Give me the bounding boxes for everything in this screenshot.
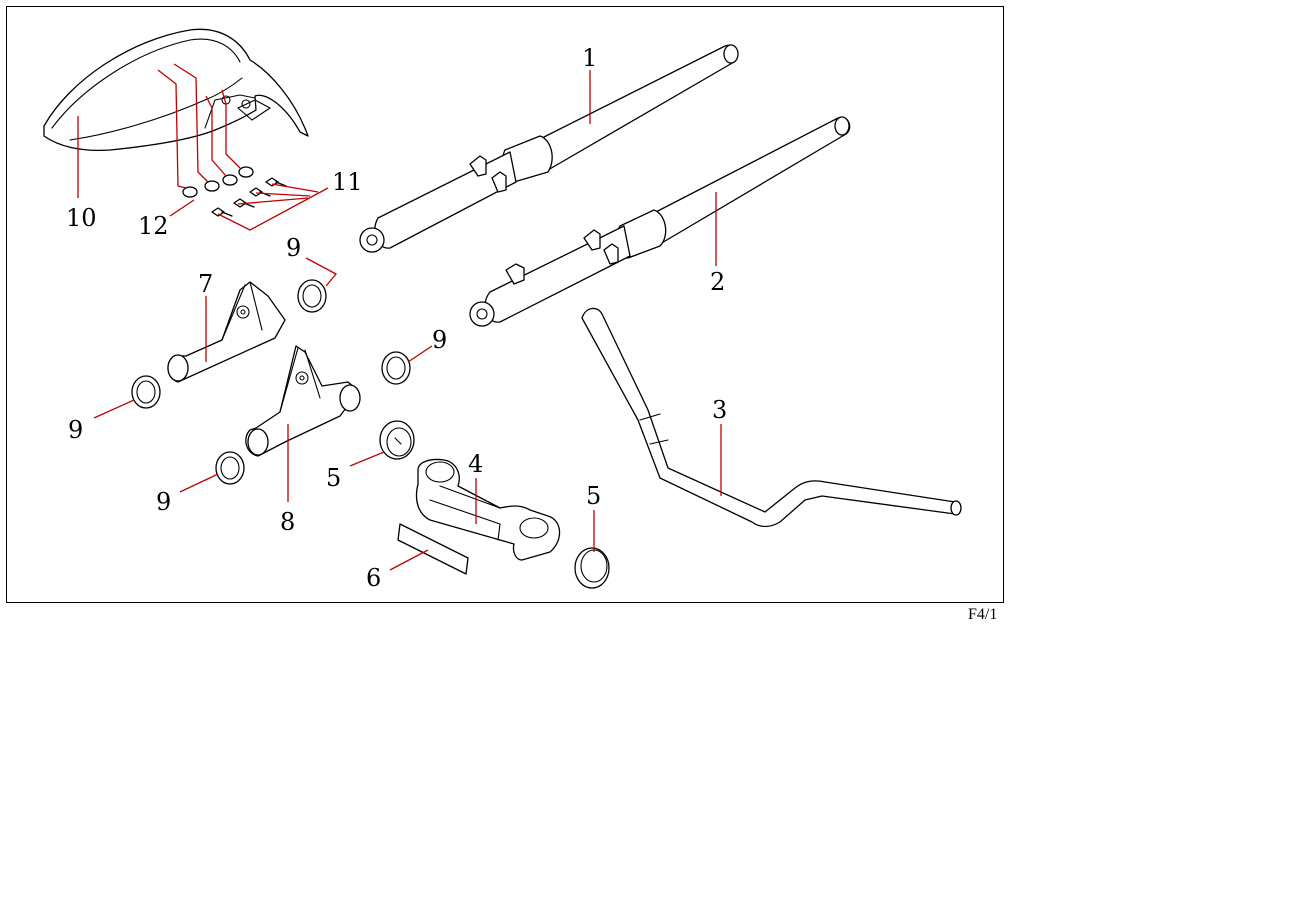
fender-bolts — [211, 177, 287, 217]
fork-grommets — [131, 279, 411, 485]
callout-7: 7 — [198, 270, 213, 298]
callout-2: 2 — [710, 268, 725, 296]
fork-tube-right — [469, 116, 851, 327]
leader-lines — [77, 63, 722, 571]
callout-3: 3 — [712, 396, 727, 424]
callout-10: 10 — [66, 204, 97, 232]
decal-strip — [397, 523, 469, 575]
callout-9-top: 9 — [286, 234, 301, 262]
fender-washers — [182, 166, 254, 198]
callout-12: 12 — [138, 212, 169, 240]
callout-numbers: 1 2 3 4 5 5 6 7 8 9 9 9 9 10 11 12 — [66, 44, 727, 592]
lower-bracket — [245, 345, 361, 457]
handlebar — [581, 307, 962, 528]
upper-bracket — [167, 281, 286, 383]
top-yoke — [415, 458, 561, 561]
callout-9-mid: 9 — [432, 326, 447, 354]
callout-8: 8 — [280, 508, 295, 536]
fork-tube-left — [359, 44, 739, 253]
callout-9-left: 9 — [68, 416, 83, 444]
callout-5-left: 5 — [326, 464, 341, 492]
callout-1: 1 — [582, 44, 597, 72]
page-reference: F4/1 — [968, 606, 998, 623]
callout-11: 11 — [332, 168, 363, 196]
callout-5-right: 5 — [586, 482, 601, 510]
callout-4: 4 — [468, 450, 483, 478]
top-caps — [379, 420, 610, 589]
callout-6: 6 — [366, 564, 381, 592]
callout-9-bottom: 9 — [156, 488, 171, 516]
